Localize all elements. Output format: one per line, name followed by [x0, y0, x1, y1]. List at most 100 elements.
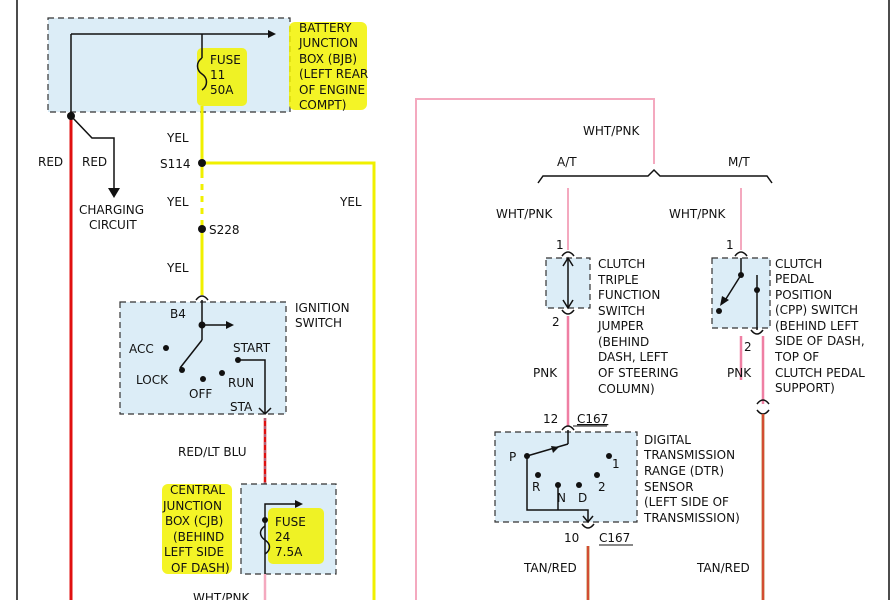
dtr-output-arrow-icon — [582, 515, 594, 524]
yel-wire-label: YEL — [339, 195, 362, 209]
connector-icon — [561, 425, 575, 431]
dtr-label-line: TRANSMISSION — [643, 448, 735, 462]
cpp-label-line: (CPP) SWITCH — [775, 303, 858, 317]
ctfs-label-line: COLUMN) — [598, 382, 655, 396]
bjb-fuse-rating: 50A — [210, 83, 234, 97]
off-label: OFF — [189, 387, 212, 401]
bjb-fuse-label: FUSE — [210, 53, 241, 67]
cpp-label-line: CLUTCH PEDAL — [775, 366, 865, 380]
cpp-contact-dot — [716, 308, 722, 314]
yel-wire-label: YEL — [166, 261, 189, 275]
c167-connector-label: C167 — [599, 531, 630, 545]
start-label: START — [233, 341, 271, 355]
dtr-label-line: TRANSMISSION) — [643, 511, 740, 525]
yel-wire-label: YEL — [166, 131, 189, 145]
bjb-label-line: (LEFT REAR — [299, 67, 368, 81]
bjb-fuse-highlight — [197, 48, 247, 106]
charging-circuit-label: CHARGING — [79, 203, 144, 217]
red-lt-blu-label: RED/LT BLU — [178, 445, 246, 459]
cjb-label-line: (BEHIND — [173, 530, 224, 544]
dtr-n-label: N — [557, 491, 566, 505]
off-contact-dot — [200, 376, 206, 382]
wht-pnk-label: WHT/PNK — [193, 591, 250, 600]
bjb-label-line: COMPT) — [299, 98, 346, 112]
dtr-contact-dot — [576, 482, 582, 488]
charging-arrow-icon — [108, 188, 120, 198]
sta-arrow-icon — [258, 407, 272, 416]
cpp-label-line: CLUTCH — [775, 257, 822, 271]
cjb-fuse-highlight — [268, 508, 324, 564]
cjb-label-highlight — [162, 484, 232, 574]
connector-icon — [195, 295, 209, 301]
dtr-contact-dot — [594, 472, 600, 478]
cpp-pin-label: 2 — [744, 340, 752, 354]
mt-label: M/T — [728, 155, 750, 169]
c167-connector-label: C167 — [577, 412, 608, 426]
yel-wire-label: YEL — [166, 195, 189, 209]
dtr-1-label: 1 — [612, 457, 620, 471]
ctfs-label-line: OF STEERING — [598, 366, 678, 380]
connector-icon — [581, 523, 595, 529]
charging-circuit-wire — [70, 115, 115, 190]
ctfs-label-line: DASH, LEFT — [598, 350, 668, 364]
yel-wire-right — [202, 161, 376, 600]
pnk-label: PNK — [533, 366, 558, 380]
ctfs-label-line: CLUTCH — [598, 257, 645, 271]
cjb-fuse-number: 24 — [275, 530, 290, 544]
charging-circuit-label: CIRCUIT — [89, 218, 137, 232]
cpp-label-line: SUPPORT) — [775, 381, 835, 395]
cpp-label-line: POSITION — [775, 288, 832, 302]
dtr-2-label: 2 — [598, 480, 606, 494]
pnk-label: PNK — [727, 366, 752, 380]
ctfs-label-line: (BEHIND — [598, 335, 649, 349]
dtr-pin-label: 10 — [564, 531, 579, 545]
cpp-label-line: (BEHIND LEFT — [775, 319, 859, 333]
cpp-arrow-icon — [720, 296, 729, 306]
cjb-bus — [264, 503, 295, 520]
ignition-switch-title: SWITCH — [295, 316, 342, 330]
wht-pnk-label: WHT/PNK — [496, 207, 553, 221]
bjb-fuse-number: 11 — [210, 68, 225, 82]
bjb-label-line: JUNCTION — [298, 36, 358, 50]
ignition-switch-box — [119, 301, 287, 415]
connector-icon — [756, 409, 770, 415]
jumper-arrow-down-icon — [562, 299, 574, 310]
cjb-label-line: LEFT SIDE — [164, 545, 224, 559]
ctfs-pin-label: 1 — [556, 238, 564, 252]
s228-label: S228 — [209, 223, 240, 237]
cjb-label-line: CENTRAL — [170, 483, 225, 497]
bjb-arrow-icon — [268, 30, 276, 38]
dtr-label-line: RANGE (DTR) — [644, 464, 724, 478]
cjb-fuse-label: FUSE — [275, 515, 306, 529]
connector-icon — [561, 309, 575, 315]
dtr-sensor-box — [494, 431, 638, 523]
dtr-d-label: D — [578, 491, 587, 505]
run-label: RUN — [228, 376, 254, 390]
lock-label: LOCK — [136, 373, 169, 387]
dtr-label-line: DIGITAL — [644, 433, 691, 447]
cpp-switch-arm — [723, 274, 742, 303]
cjb-label-line: OF DASH) — [171, 561, 230, 575]
acc-contact-dot — [163, 345, 169, 351]
connector-icon — [750, 329, 764, 335]
at-mt-brace — [537, 168, 773, 184]
red-wire-label: RED — [82, 155, 107, 169]
s114-label: S114 — [160, 157, 191, 171]
tan-red-label: TAN/RED — [696, 561, 750, 575]
cpp-label-line: SIDE OF DASH, — [775, 334, 865, 348]
cjb-arrow-icon — [295, 500, 303, 508]
cpp-switch-box — [711, 257, 771, 329]
cjb-label-line: JUNCTION — [162, 499, 222, 513]
dtr-label-line: (LEFT SIDE OF — [644, 495, 729, 509]
s114-splice-dot — [198, 159, 206, 167]
acc-label: ACC — [129, 342, 154, 356]
bjb-box — [47, 17, 291, 113]
ignition-arrow-icon — [226, 321, 234, 329]
dtr-wiper — [526, 443, 569, 457]
ctfs-label-line: FUNCTION — [598, 288, 660, 302]
dtr-arrow-icon — [551, 446, 559, 453]
dtr-p-label: P — [509, 450, 516, 464]
dtr-label-line: SENSOR — [644, 480, 694, 494]
